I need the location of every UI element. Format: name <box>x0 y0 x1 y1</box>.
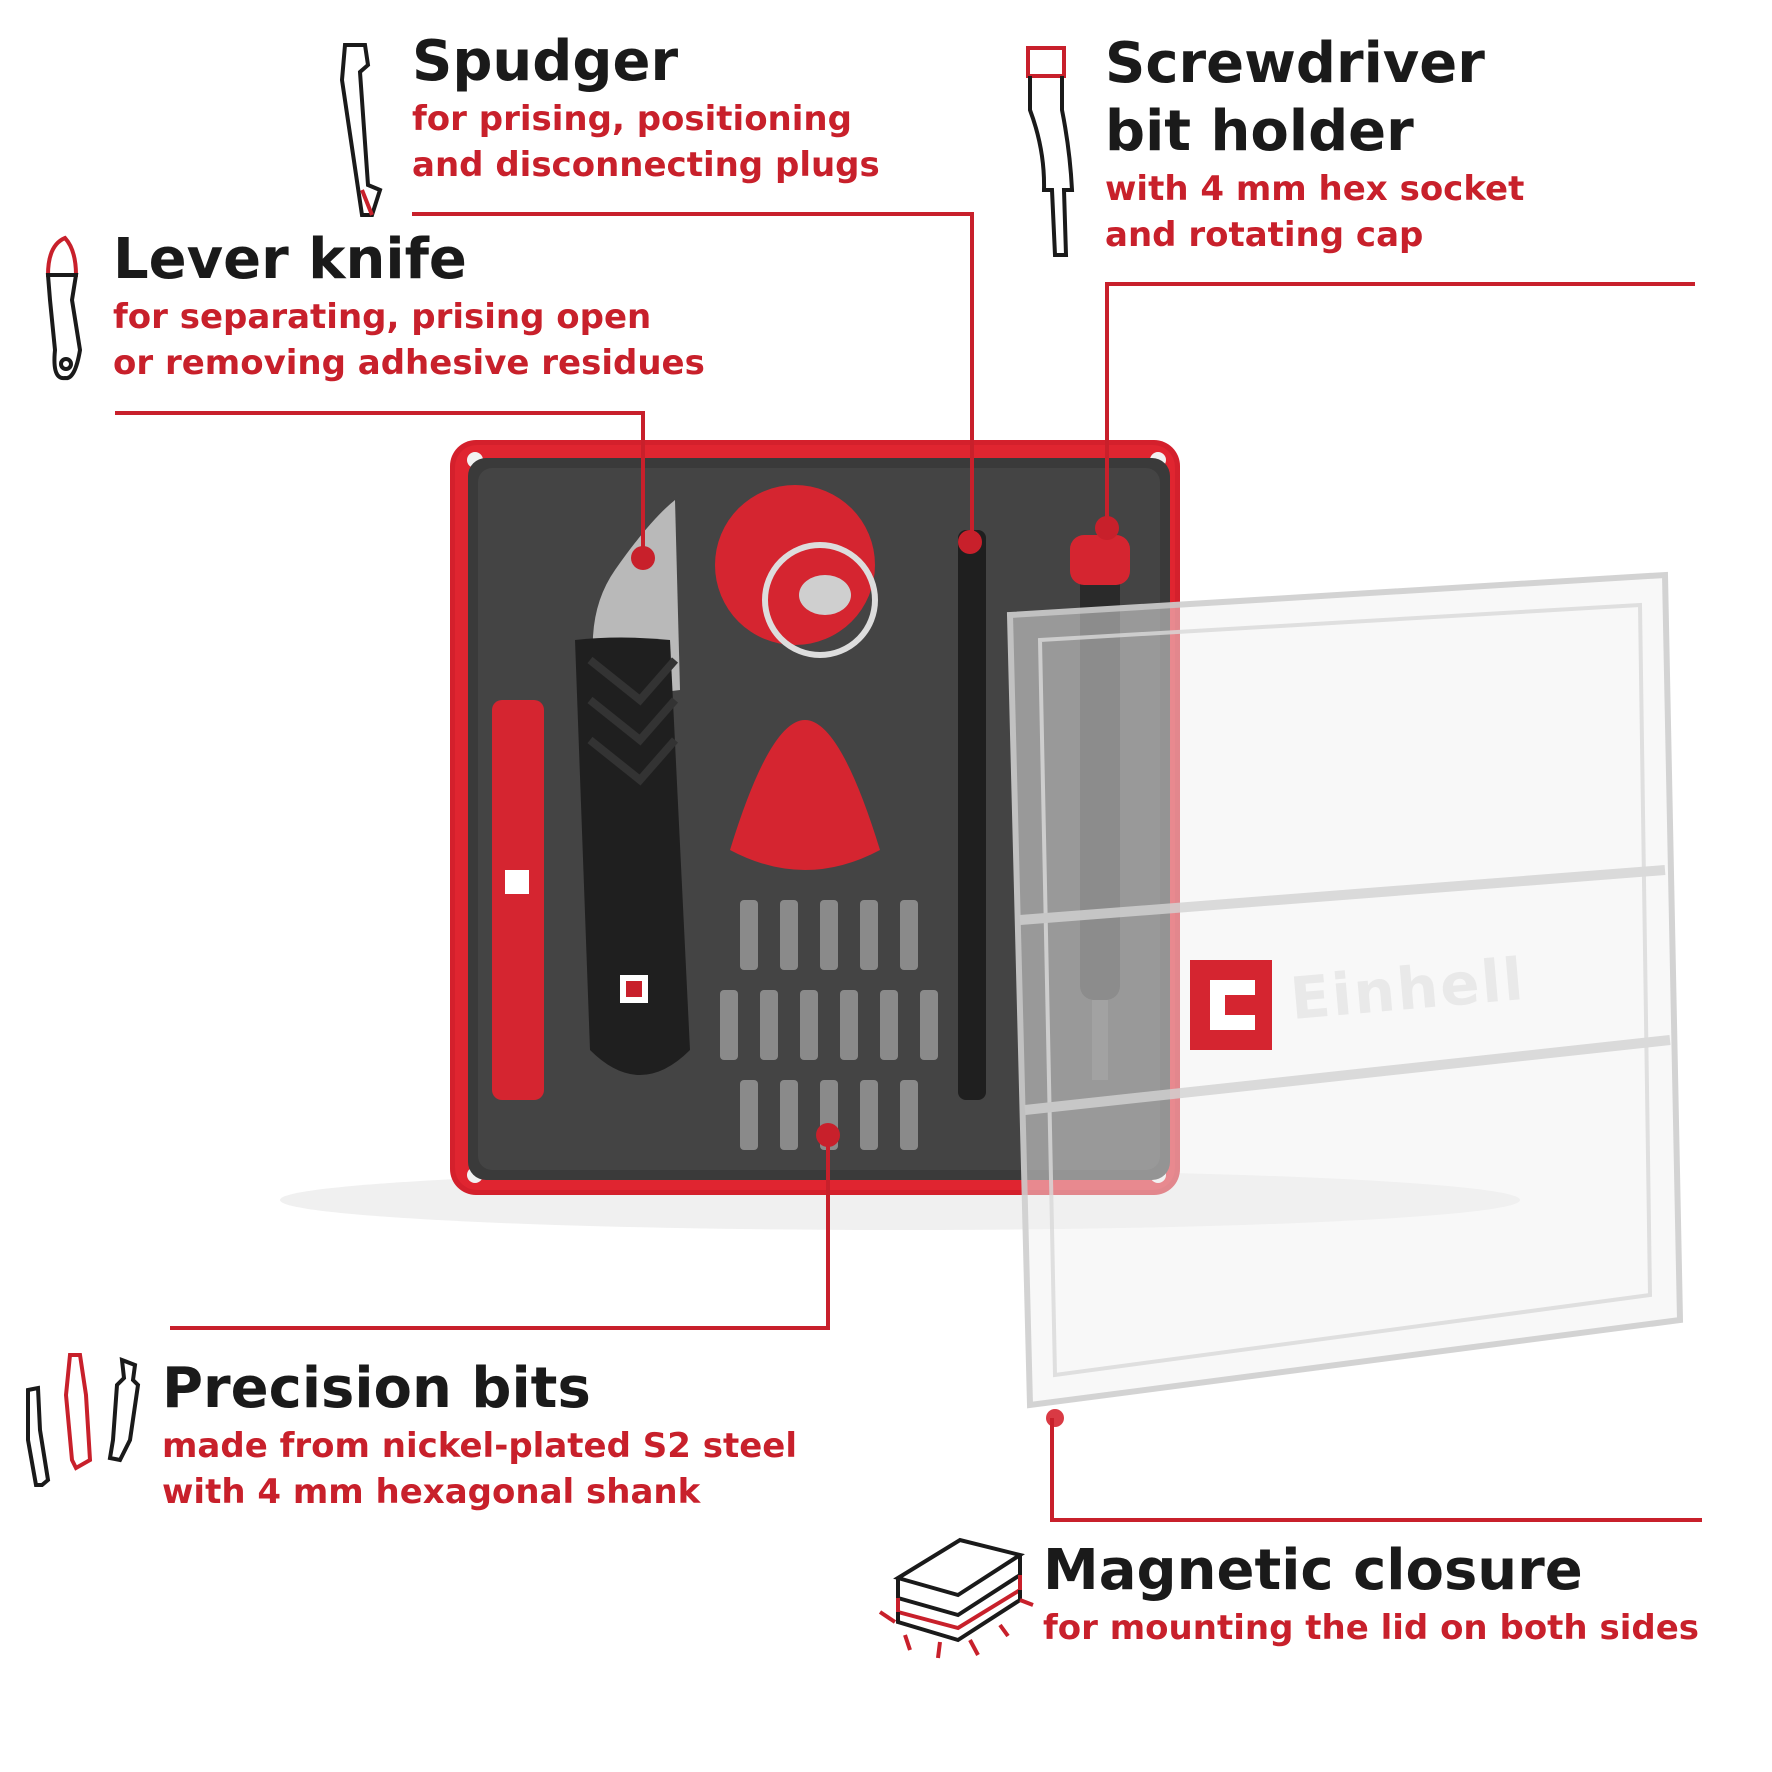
callout-magnetic-closure: Magnetic closure for mounting the lid on… <box>1043 1537 1699 1651</box>
screwdriver-icon <box>1026 46 1075 257</box>
screwdriver <box>1080 560 1120 1000</box>
callout-screwdriver: Screwdriver bit holder with 4 mm hex soc… <box>1105 30 1524 258</box>
magnet-icon <box>878 1537 1034 1659</box>
lever-knife-dot <box>631 546 655 570</box>
callout-title: Lever knife <box>113 227 467 292</box>
callout-desc-line: made from nickel-plated S2 steel <box>162 1426 797 1466</box>
precision-bits-grid <box>720 900 938 1150</box>
spudger-icon <box>339 43 383 217</box>
callout-lever-knife: Lever knife for separating, prising open… <box>113 226 705 386</box>
callout-desc-line: for separating, prising open <box>113 297 652 337</box>
callout-desc-line: and disconnecting plugs <box>412 145 880 185</box>
logo-badge <box>1190 960 1272 1050</box>
precision-bits-dot <box>816 1123 840 1147</box>
callout-desc-line: and rotating cap <box>1105 215 1424 255</box>
callout-title: Magnetic closure <box>1043 1538 1583 1603</box>
callout-title: Precision bits <box>162 1356 591 1421</box>
callout-title: Screwdriver <box>1105 31 1485 96</box>
callout-desc-line: for mounting the lid on both sides <box>1043 1608 1699 1648</box>
black-spudger <box>958 530 986 1100</box>
callout-spudger: Spudger for prising, positioning and dis… <box>412 28 880 188</box>
lever-knife-icon <box>45 235 83 381</box>
callout-desc-line: with 4 mm hexagonal shank <box>162 1472 701 1512</box>
callout-title: bit holder <box>1105 99 1414 164</box>
transparent-lid <box>1006 571 1684 1427</box>
callout-precision-bits: Precision bits made from nickel-plated S… <box>162 1355 797 1515</box>
callout-desc-line: with 4 mm hex socket <box>1105 169 1525 209</box>
triangle-pick <box>730 720 880 870</box>
callout-title: Spudger <box>412 29 679 94</box>
precision-bits-icon <box>26 1353 141 1487</box>
red-spudger <box>492 700 544 1100</box>
screwdriver-dot <box>1095 516 1119 540</box>
callout-desc-line: for prising, positioning <box>412 99 852 139</box>
callout-desc-line: or removing adhesive residues <box>113 343 705 383</box>
spudger-dot <box>958 530 982 554</box>
